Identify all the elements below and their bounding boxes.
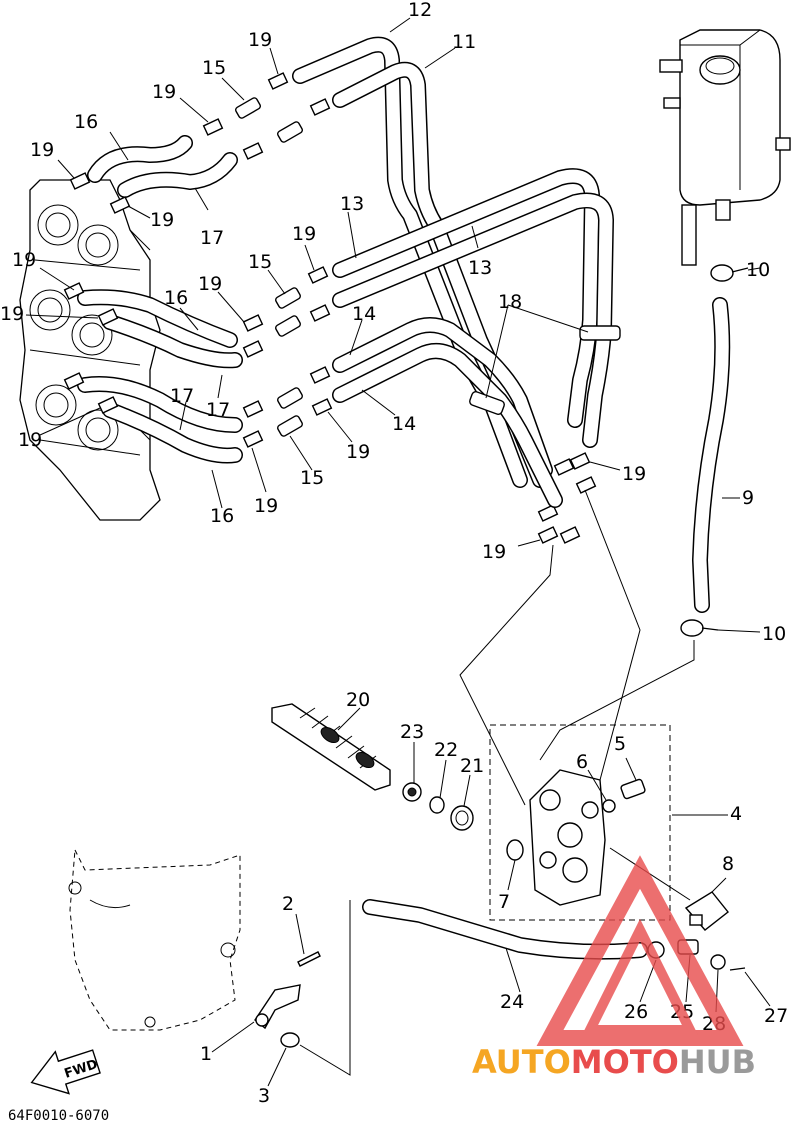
callout-19: 19 <box>482 541 506 563</box>
callout-20: 20 <box>346 689 370 711</box>
callout-15: 15 <box>202 57 226 79</box>
callout-24: 24 <box>500 991 524 1013</box>
callout-2: 2 <box>282 893 294 915</box>
callout-27: 27 <box>764 1005 788 1027</box>
callout-5: 5 <box>614 733 626 755</box>
watermark-moto: MOTO <box>571 1043 679 1081</box>
callout-21: 21 <box>460 755 484 777</box>
hoses-13-14 <box>332 168 621 508</box>
callout-11: 11 <box>452 31 476 53</box>
callout-22: 22 <box>434 739 458 761</box>
callout-15: 15 <box>248 251 272 273</box>
callout-10: 10 <box>746 259 770 281</box>
callout-numbers: 12 11 19 15 19 16 19 19 17 13 13 19 15 1… <box>0 0 788 1107</box>
small-hoses <box>77 135 243 464</box>
callout-19: 19 <box>12 249 36 271</box>
callout-1: 1 <box>200 1043 212 1065</box>
callout-19: 19 <box>346 441 370 463</box>
leader-lines <box>299 489 695 1076</box>
callout-7: 7 <box>498 891 510 913</box>
callout-19: 19 <box>248 29 272 51</box>
callout-19: 19 <box>152 81 176 103</box>
drawing-reference: 64F0010-6070 <box>8 1108 109 1124</box>
callout-14: 14 <box>392 413 416 435</box>
callout-10: 10 <box>762 623 786 645</box>
callout-leaders <box>25 17 771 1087</box>
hose-9 <box>680 264 749 637</box>
callout-15: 15 <box>300 467 324 489</box>
hose-clamp-10a <box>710 264 734 282</box>
callout-3: 3 <box>258 1085 270 1107</box>
callout-19: 19 <box>198 273 222 295</box>
link-lever <box>254 951 321 1048</box>
hose-clips <box>63 72 597 544</box>
callout-6: 6 <box>576 751 588 773</box>
pump-fittings <box>647 891 746 971</box>
callout-19: 19 <box>30 139 54 161</box>
callout-19: 19 <box>18 429 42 451</box>
engine-block-lower <box>68 848 241 1031</box>
oil-pump-assembly <box>489 724 691 921</box>
callout-19: 19 <box>622 463 646 485</box>
callout-23: 23 <box>400 721 424 743</box>
watermark-hub: HUB <box>679 1043 756 1081</box>
callout-9: 9 <box>742 487 754 509</box>
callout-17: 17 <box>170 385 194 407</box>
callout-19: 19 <box>0 303 24 325</box>
callout-4: 4 <box>730 803 742 825</box>
callout-16: 16 <box>74 111 98 133</box>
callout-17: 17 <box>206 399 230 421</box>
callout-16: 16 <box>210 505 234 527</box>
callout-12: 12 <box>408 0 432 21</box>
hose-joints <box>235 97 303 437</box>
intake-manifold <box>19 179 161 521</box>
hose-holder-18b <box>469 391 505 415</box>
callout-8: 8 <box>722 853 734 875</box>
callout-13: 13 <box>340 193 364 215</box>
hose-holder-18a <box>579 325 621 341</box>
oil-tank <box>659 29 791 266</box>
callout-26: 26 <box>624 1001 648 1023</box>
callout-13: 13 <box>468 257 492 279</box>
watermark-text: AUTOMOTOHUB <box>472 1043 756 1081</box>
fwd-arrow: FWD <box>30 1049 101 1095</box>
callout-19: 19 <box>150 209 174 231</box>
oil-pump-shaft <box>271 703 474 831</box>
callout-14: 14 <box>352 303 376 325</box>
watermark-auto: AUTO <box>472 1043 571 1081</box>
callout-17: 17 <box>200 227 224 249</box>
callout-19: 19 <box>292 223 316 245</box>
callout-16: 16 <box>164 287 188 309</box>
watermark-logo <box>536 855 744 1046</box>
callout-19: 19 <box>254 495 278 517</box>
callout-18: 18 <box>498 291 522 313</box>
hose-clamp-10b <box>680 619 704 637</box>
